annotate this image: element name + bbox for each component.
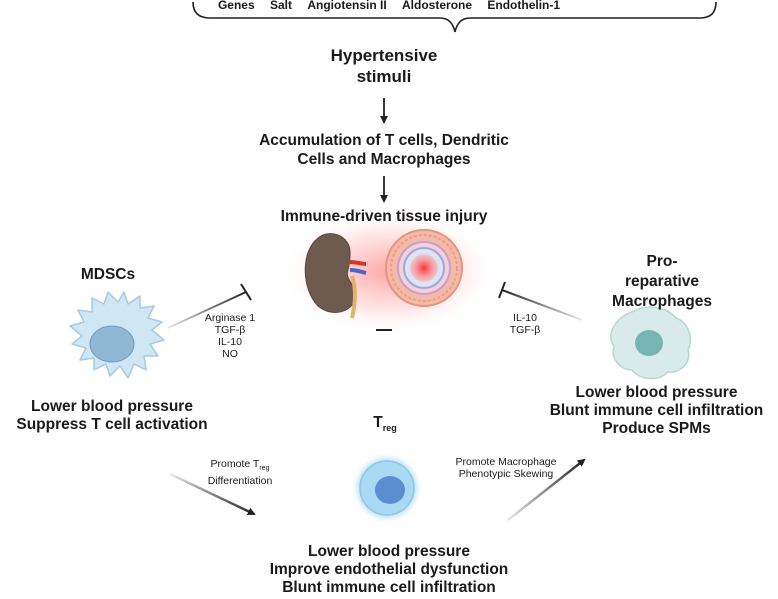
stimulus-aldosterone: Aldosterone bbox=[402, 0, 473, 12]
mdsc-title: MDSCs bbox=[80, 266, 136, 283]
macrophage-inhibition-bar bbox=[498, 281, 506, 299]
mdsc-inhibition-bar bbox=[240, 283, 252, 301]
mdsc-action: Promote Treg Differentiation bbox=[207, 458, 273, 488]
macrophage-inhibition-line bbox=[501, 289, 583, 321]
stimulus-endothelin: Endothelin-1 bbox=[487, 0, 561, 12]
kidney-icon bbox=[304, 233, 367, 319]
stimulus-salt: Salt bbox=[269, 0, 292, 12]
stimuli-title: Hypertensive stimuli bbox=[330, 46, 438, 86]
macrophage-title: Pro- reparative Macrophages bbox=[612, 253, 712, 310]
stimulus-angiotensin: Angiotensin II bbox=[307, 0, 387, 12]
arrow-mdsc-to-treg bbox=[169, 472, 256, 516]
mdsc-mediators: Arginase 1 TGF-β IL-10 NO bbox=[204, 312, 256, 360]
macrophage-outcomes: Lower blood pressure Blunt immune cell i… bbox=[549, 384, 764, 437]
mdsc-outcomes: Lower blood pressure Suppress T cell act… bbox=[16, 398, 208, 433]
mdsc-inhibition-line bbox=[167, 291, 247, 329]
stimuli-brace bbox=[192, 1, 717, 33]
treg-outcomes: Lower blood pressure Improve endothelial… bbox=[269, 543, 509, 596]
treg-cell-icon bbox=[351, 452, 423, 524]
accumulation-label: Accumulation of T cells, Dendritic Cells… bbox=[259, 132, 509, 168]
treg-label: Treg bbox=[373, 414, 397, 434]
macrophage-cell-icon bbox=[610, 306, 692, 380]
macrophage-mediators: IL-10 TGF-β bbox=[509, 312, 541, 336]
injury-label: Immune-driven tissue injury bbox=[280, 208, 488, 225]
stimuli-list: Genes Salt Angiotensin II Aldosterone En… bbox=[0, 0, 778, 12]
arrow-treg-to-macrophage bbox=[507, 458, 586, 521]
mdsc-cell-icon bbox=[69, 291, 165, 379]
blood-vessel-icon bbox=[385, 229, 463, 307]
treg-action: Promote Macrophage Phenotypic Skewing bbox=[455, 456, 557, 480]
stimulus-genes: Genes bbox=[217, 0, 255, 12]
